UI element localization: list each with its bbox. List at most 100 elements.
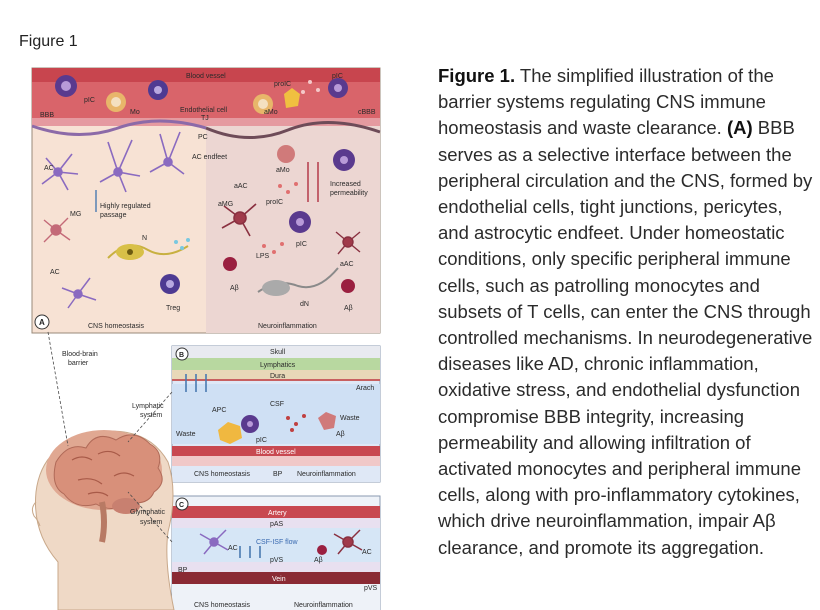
astrocyte-icon <box>41 153 79 191</box>
svg-text:Increased: Increased <box>330 181 361 188</box>
svg-text:PC: PC <box>198 134 208 141</box>
figure-label: Figure 1 <box>19 33 78 50</box>
svg-text:aAC: aAC <box>234 183 248 190</box>
monocyte-icon <box>253 94 273 114</box>
svg-text:Waste: Waste <box>176 431 196 438</box>
svg-text:BBB: BBB <box>40 112 54 119</box>
svg-text:dN: dN <box>300 301 309 308</box>
svg-text:Highly regulated: Highly regulated <box>100 203 151 210</box>
svg-text:Aβ: Aβ <box>336 431 345 438</box>
amyloid-icon <box>317 545 327 555</box>
svg-text:system: system <box>140 412 162 419</box>
svg-text:proIC: proIC <box>266 199 283 206</box>
svg-text:CNS homeostasis: CNS homeostasis <box>194 602 251 609</box>
reactive-astrocyte-icon <box>221 203 257 237</box>
svg-text:AC endfeet: AC endfeet <box>192 154 227 161</box>
pic-cell-icon <box>148 80 168 100</box>
svg-text:Skull: Skull <box>270 349 286 356</box>
svg-text:pIC: pIC <box>332 73 343 80</box>
damaged-neuron-icon <box>257 267 339 296</box>
svg-text:CNS homeostasis: CNS homeostasis <box>194 471 251 478</box>
svg-text:Blood vessel: Blood vessel <box>256 449 296 456</box>
caption-lead: Figure 1. <box>438 65 516 86</box>
panel-badge <box>175 497 189 511</box>
svg-text:CSF-ISF flow: CSF-ISF flow <box>256 539 299 546</box>
pic-cell-icon <box>333 149 355 171</box>
figure-caption: Figure 1. The simplified illustration of… <box>438 63 813 561</box>
amyloid-icon <box>223 257 237 271</box>
svg-text:aMo: aMo <box>264 109 278 116</box>
svg-text:Neuroinflammation: Neuroinflammation <box>297 471 356 478</box>
panel-b: Skull Lymphatics Dura Arach CSF APC Wast… <box>171 345 381 483</box>
svg-text:cBBB: cBBB <box>358 109 376 116</box>
svg-text:permeability: permeability <box>330 190 368 197</box>
svg-text:Mo: Mo <box>130 109 140 116</box>
svg-text:pIC: pIC <box>256 437 267 444</box>
svg-text:Arach: Arach <box>356 385 374 392</box>
monocyte-icon <box>106 92 126 112</box>
svg-text:AC: AC <box>228 545 238 552</box>
connector-lines <box>47 331 173 543</box>
svg-text:AC: AC <box>50 269 60 276</box>
neuron-icon <box>107 244 189 260</box>
microglia-icon <box>43 217 71 243</box>
svg-text:LPS: LPS <box>256 253 270 260</box>
svg-text:Blood vessel: Blood vessel <box>186 73 226 80</box>
svg-text:barrier: barrier <box>68 360 89 367</box>
svg-text:pAS: pAS <box>270 521 284 528</box>
svg-text:passage: passage <box>100 212 127 219</box>
panel-badge <box>34 314 50 330</box>
activated-monocyte-icon <box>284 88 300 108</box>
waste-icon <box>318 412 336 430</box>
svg-text:pIC: pIC <box>84 97 95 104</box>
svg-text:Artery: Artery <box>268 510 287 517</box>
pic-cell-icon <box>55 75 77 97</box>
svg-text:C: C <box>179 502 184 509</box>
svg-text:pVS: pVS <box>270 557 284 564</box>
svg-text:Neuroinflammation: Neuroinflammation <box>294 602 353 609</box>
svg-text:aAC: aAC <box>340 261 354 268</box>
svg-text:system: system <box>140 519 162 526</box>
svg-text:CNS homeostasis: CNS homeostasis <box>88 323 145 330</box>
caption-panel-ref: (A) <box>726 117 753 139</box>
svg-text:Aβ: Aβ <box>314 557 323 564</box>
astrocyte-icon <box>99 139 141 193</box>
panel-badge <box>175 347 189 361</box>
svg-text:proIC: proIC <box>274 81 291 88</box>
svg-text:Dura: Dura <box>270 373 285 380</box>
brain-icon <box>46 430 163 543</box>
astrocyte-icon <box>61 277 97 309</box>
svg-text:Neuroinflammation: Neuroinflammation <box>258 323 317 330</box>
svg-text:Endothelial cell: Endothelial cell <box>180 107 228 114</box>
treg-cell-icon <box>160 274 180 294</box>
svg-text:Aβ: Aβ <box>344 305 353 312</box>
caption-body: BBB serves as a selective interface betw… <box>438 117 813 558</box>
svg-text:aMo: aMo <box>276 167 290 174</box>
svg-text:BP: BP <box>273 471 283 478</box>
svg-text:Aβ: Aβ <box>230 285 239 292</box>
svg-text:Treg: Treg <box>166 305 180 312</box>
panel-c: Artery pAS CSF-ISF flow AC pVS Aβ AC BP … <box>171 495 381 610</box>
svg-text:AC: AC <box>44 165 54 172</box>
svg-text:TJ: TJ <box>201 115 209 122</box>
reactive-astrocyte-icon <box>333 529 363 555</box>
svg-text:AC: AC <box>362 549 372 556</box>
svg-text:CSF: CSF <box>270 401 284 408</box>
svg-text:BP: BP <box>178 567 188 574</box>
svg-text:B: B <box>179 352 184 359</box>
amyloid-icon <box>341 279 355 293</box>
svg-text:APC: APC <box>212 407 226 414</box>
svg-text:A: A <box>39 318 45 327</box>
pic-cell-icon <box>241 415 259 433</box>
caption-intro: The simplified illustration of the barri… <box>438 65 774 139</box>
astrocyte-icon <box>149 131 185 175</box>
astrocyte-icon <box>199 529 229 555</box>
svg-text:Blood-brain: Blood-brain <box>62 351 98 358</box>
amo-cell-icon <box>277 145 295 163</box>
panel-a: Blood vessel BBB cBBB pIC Mo Endothelial… <box>31 67 381 334</box>
svg-text:Lymphatics: Lymphatics <box>260 362 296 369</box>
svg-text:Lymphatic: Lymphatic <box>132 403 164 410</box>
reactive-astrocyte-icon <box>335 231 361 255</box>
svg-text:pVS: pVS <box>364 585 378 592</box>
pic-cell-icon <box>289 211 311 233</box>
